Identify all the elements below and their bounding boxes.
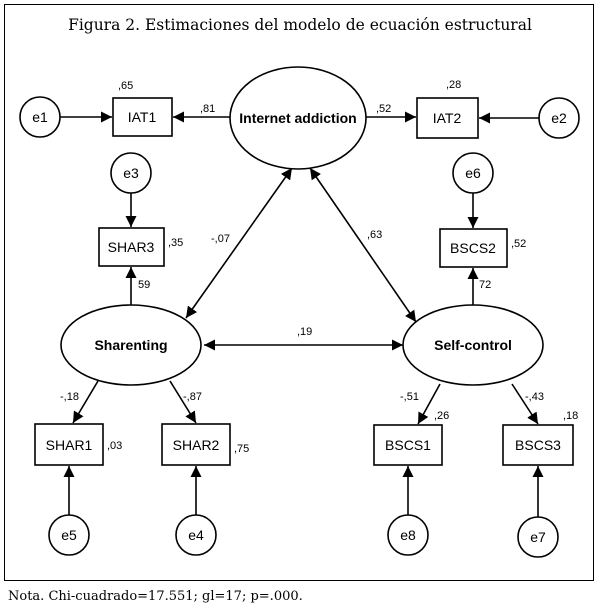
latent-sharenting-label: Sharenting [94,337,167,353]
r2-shar3: ,35 [168,237,183,249]
figure-frame [4,4,594,581]
r2-bscs2: ,52 [511,238,526,250]
r2-iat2: ,28 [446,79,461,91]
loading-iat1-value: ,81 [200,103,215,115]
observed-shar1: SHAR1 [34,423,104,466]
error-e5: e5 [48,514,90,556]
error-e4-label: e4 [188,527,204,543]
loading-bscs3-arrow [511,383,539,425]
error-e6: e6 [452,152,494,194]
observed-shar1-label: SHAR1 [46,437,93,453]
figure-title: Figura 2. Estimaciones del modelo de ecu… [68,16,532,34]
loading-bscs3-value: -,43 [525,391,544,403]
latent-self-control: Self-control [402,304,544,386]
observed-shar3-label: SHAR3 [108,239,155,255]
r2-shar1: ,03 [107,440,122,452]
corr-ia-sharenting-value: -,07 [211,233,230,245]
observed-iat1: IAT1 [112,97,173,137]
corr-ia-sharenting-arrow [185,167,293,319]
loading-shar3-value: 59 [138,279,150,291]
observed-bscs3-label: BSCS3 [515,437,561,453]
loading-iat2-value: ,52 [376,103,391,115]
error-e6-label: e6 [465,165,481,181]
loading-shar1-arrow [72,380,99,424]
observed-iat2-label: IAT2 [433,110,462,126]
latent-internet-addiction-label: Internet addiction [239,110,356,126]
error-e7-label: e7 [530,529,546,545]
error-e2: e2 [538,97,580,139]
observed-bscs3: BSCS3 [502,424,574,466]
loading-bscs2-value: 72 [479,279,491,291]
error-e8: e8 [387,514,429,556]
corr-ia-selfcontrol-arrow [309,167,417,323]
observed-shar2: SHAR2 [161,423,231,466]
error-e1: e1 [19,96,61,138]
observed-iat2: IAT2 [416,97,479,139]
observed-bscs2-label: BSCS2 [450,240,496,256]
loading-bscs1-arrow [417,383,441,425]
error-e3-label: e3 [123,165,139,181]
corr-sharenting-selfcontrol-value: ,19 [297,326,312,338]
error-e7: e7 [517,516,559,558]
figure-note: Nota. Chi-cuadrado=17.551; gl=17; p=.000… [8,589,303,604]
observed-iat1-label: IAT1 [128,109,157,125]
observed-shar2-label: SHAR2 [173,437,220,453]
observed-shar3: SHAR3 [98,227,165,267]
r2-shar2: ,75 [234,443,249,455]
error-e1-label: e1 [32,109,48,125]
error-e4: e4 [175,514,217,556]
observed-bscs1: BSCS1 [373,424,443,466]
error-e8-label: e8 [400,527,416,543]
error-e3: e3 [110,152,152,194]
loading-shar1-value: -,18 [60,391,79,403]
loading-shar2-arrow [169,380,197,424]
corr-ia-selfcontrol-value: ,63 [367,229,382,241]
observed-bscs1-label: BSCS1 [385,437,431,453]
r2-bscs3: ,18 [563,410,578,422]
r2-iat1: ,65 [118,80,133,92]
latent-internet-addiction: Internet addiction [229,66,367,170]
loading-bscs1-value: -,51 [400,391,419,403]
observed-bscs2: BSCS2 [439,228,508,268]
latent-self-control-label: Self-control [434,337,512,353]
r2-bscs1: ,26 [434,410,449,422]
latent-sharenting: Sharenting [60,304,202,386]
error-e5-label: e5 [61,527,77,543]
loading-shar2-value: -,87 [183,391,202,403]
error-e2-label: e2 [551,110,567,126]
